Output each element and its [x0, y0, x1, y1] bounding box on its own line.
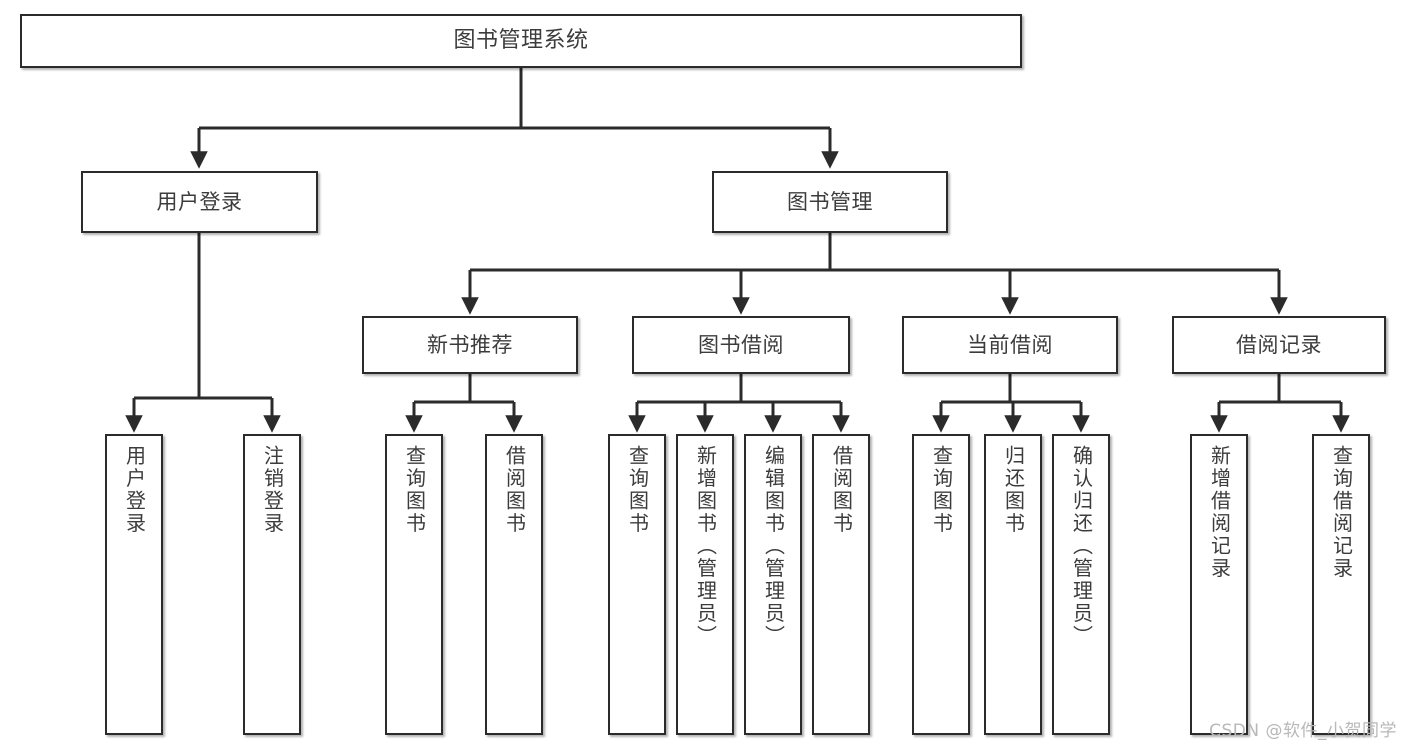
leaf-add-borrow-record[interactable]: 新增借阅记录	[1190, 434, 1248, 735]
node-root[interactable]: 图书管理系统	[20, 14, 1022, 68]
node-current-borrow[interactable]: 当前借阅	[902, 316, 1118, 374]
leaf-confirm-return-admin[interactable]: 确认归还（管理员）	[1052, 434, 1110, 735]
leaf-edit-book-admin[interactable]: 编辑图书（管理员）	[744, 434, 802, 735]
node-book-borrow[interactable]: 图书借阅	[632, 316, 850, 374]
node-current-borrow-label: 当前借阅	[967, 332, 1053, 357]
leaf-search-book-bb-label: 查询图书	[625, 445, 650, 535]
leaf-borrow-book-bb[interactable]: 借阅图书	[812, 434, 870, 735]
leaf-search-borrow-record-label: 查询借阅记录	[1329, 445, 1354, 580]
node-book-management[interactable]: 图书管理	[712, 171, 948, 233]
node-book-management-label: 图书管理	[787, 189, 873, 214]
node-new-book-recommend-label: 新书推荐	[427, 332, 513, 357]
leaf-confirm-return-admin-label: 确认归还（管理员）	[1069, 445, 1094, 648]
leaf-search-book-bb[interactable]: 查询图书	[608, 434, 666, 735]
leaf-user-login-label: 用户登录	[122, 445, 147, 535]
leaf-borrow-book-nbr[interactable]: 借阅图书	[485, 434, 543, 735]
node-book-borrow-label: 图书借阅	[698, 332, 784, 357]
leaf-logout-label: 注销登录	[260, 445, 285, 535]
node-new-book-recommend[interactable]: 新书推荐	[362, 316, 578, 374]
leaf-search-book-nbr[interactable]: 查询图书	[385, 434, 443, 735]
node-borrow-record-label: 借阅记录	[1236, 332, 1322, 357]
leaf-logout[interactable]: 注销登录	[243, 434, 301, 735]
leaf-search-book-cb-label: 查询图书	[929, 445, 954, 535]
watermark: CSDN @软件_小贺同学	[1209, 721, 1397, 741]
node-root-label: 图书管理系统	[453, 28, 589, 54]
leaf-borrow-book-bb-label: 借阅图书	[829, 445, 854, 535]
leaf-search-book-cb[interactable]: 查询图书	[912, 434, 970, 735]
node-user-login-label: 用户登录	[156, 189, 243, 214]
leaf-user-login[interactable]: 用户登录	[105, 434, 163, 735]
leaf-add-book-admin-label: 新增图书（管理员）	[693, 445, 718, 648]
leaf-add-borrow-record-label: 新增借阅记录	[1207, 445, 1232, 580]
node-borrow-record[interactable]: 借阅记录	[1172, 316, 1386, 374]
node-user-login[interactable]: 用户登录	[81, 171, 318, 233]
leaf-add-book-admin[interactable]: 新增图书（管理员）	[676, 434, 734, 735]
leaf-return-book[interactable]: 归还图书	[984, 434, 1042, 735]
leaf-search-borrow-record[interactable]: 查询借阅记录	[1312, 434, 1370, 735]
leaf-return-book-label: 归还图书	[1001, 445, 1026, 535]
leaf-borrow-book-nbr-label: 借阅图书	[502, 445, 527, 535]
leaf-edit-book-admin-label: 编辑图书（管理员）	[761, 445, 786, 648]
leaf-search-book-nbr-label: 查询图书	[402, 445, 427, 535]
